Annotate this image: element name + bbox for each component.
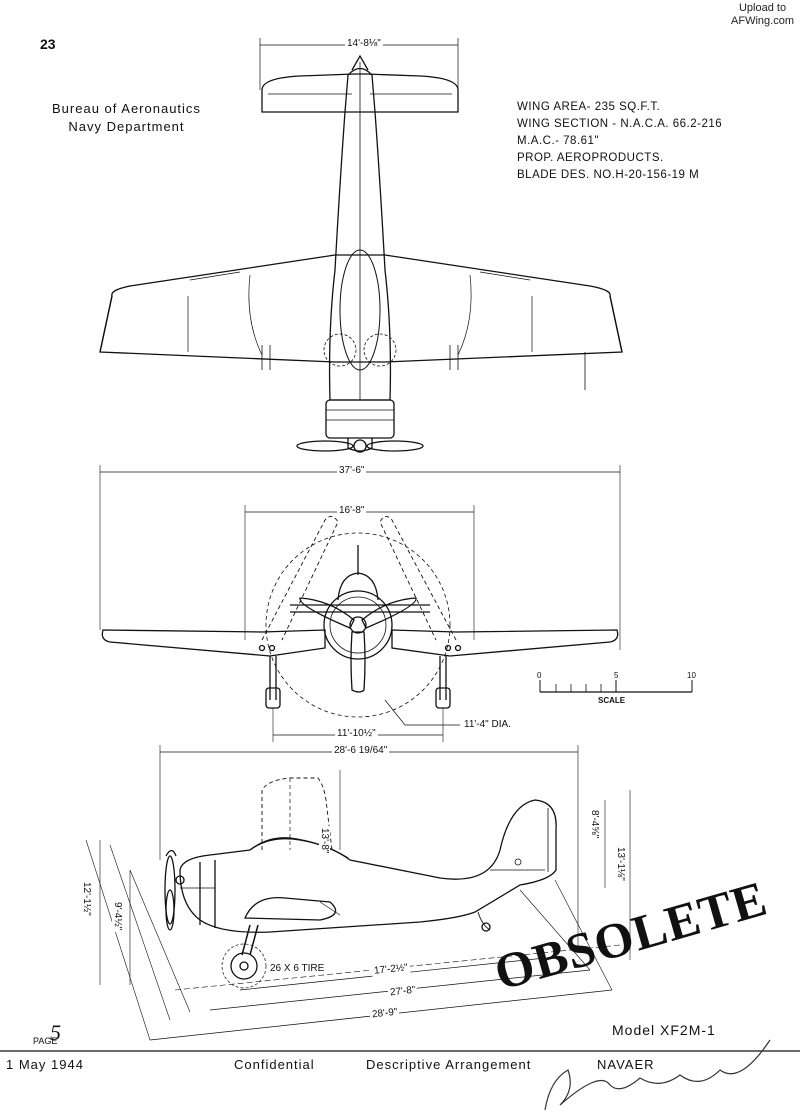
top-view [99,38,623,453]
dim-length-overall: 28'-6 19/64" [332,745,390,756]
dim-prop-height: 12'-1½" [81,880,92,918]
scale-bar [539,680,693,693]
spec-blade: BLADE DES. NO.H-20-156-19 M [517,169,700,181]
footer-navaer: NAVAER [597,1057,655,1072]
footer-confidential: Confidential [234,1057,315,1072]
dim-height-overall: 13'-1⅛" [615,845,626,883]
footer-descriptive: Descriptive Arrangement [366,1057,532,1072]
spec-wing-area: WING AREA- 235 SQ.F.T. [517,101,661,113]
side-view [85,745,631,1041]
spec-mac: M.A.C.- 78.61" [517,135,600,147]
dim-wing-span: 37'-6" [337,465,367,476]
bureau-line2: Navy Department [68,119,185,134]
dim-nose-height: 9'-4½" [112,900,123,933]
dim-fin-height: 8'-4⅝" [589,808,600,841]
scale-tick-10: 10 [687,671,696,680]
signature-scribble [544,1039,771,1111]
footer-date: 1 May 1944 [6,1057,84,1072]
page-label: PAGE [33,1036,58,1046]
page-handwritten-number: 5 [50,1020,61,1045]
dim-tread: 11'-10½" [335,728,378,739]
scale-tick-5: 5 [614,671,619,680]
dim-tail-span: 14'-8⅛" [345,38,383,49]
model-label: Model XF2M-1 [612,1022,716,1038]
dim-folded-span: 16'-8" [337,505,367,516]
dim-canopy-height: 13'-8" [319,826,330,856]
bureau-line1: Bureau of Aeronautics [52,101,201,116]
spec-wing-section: WING SECTION - N.A.C.A. 66.2-216 [517,118,723,130]
scale-tick-0: 0 [537,671,542,680]
upload-line1: Upload to [738,2,787,14]
spec-prop: PROP. AEROPRODUCTS. [517,152,664,164]
upload-watermark: Upload to AFWing.com [731,2,794,28]
page-number: 23 [40,36,56,52]
bureau-header: Bureau of Aeronautics Navy Department [52,100,201,136]
dim-prop-dia: 11'-4" DIA. [462,719,513,730]
scale-label: SCALE [598,696,626,705]
spec-block: WING AREA- 235 SQ.F.T. WING SECTION - N.… [517,99,722,184]
dim-tire: 26 X 6 TIRE [268,963,327,974]
upload-line2: AFWing.com [731,15,794,27]
